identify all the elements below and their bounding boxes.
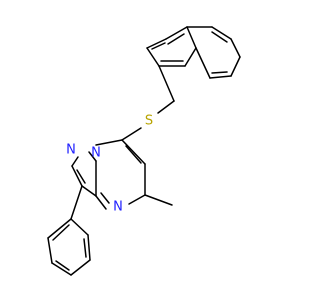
bond [71,165,83,187]
naphthalene-group [146,26,241,79]
bond [70,185,83,220]
bond [128,194,146,205]
bond [88,151,97,162]
bond [121,139,146,165]
bond [81,185,97,197]
bond [230,38,241,58]
bond [211,26,232,40]
thioether-linker [121,65,175,141]
bond [211,71,228,74]
bond [47,218,72,239]
bond [144,194,173,206]
pyrazole-nitrogen-label: N [66,143,76,158]
bond [70,218,89,236]
bond [146,38,167,49]
bond [47,237,53,264]
bond [83,238,87,258]
bond [230,56,241,77]
bond [71,156,79,167]
bond [52,224,70,241]
bond [70,259,91,276]
bond [186,26,197,49]
bond [151,42,166,50]
bond [51,262,72,276]
bond [211,31,228,43]
bond [165,26,188,40]
bond [125,145,142,164]
bond [100,192,110,204]
bond [209,75,232,79]
molecule-structure-diagram: S N N N [47,26,241,276]
phenyl-group [47,218,91,276]
sulfur-atom-label: S [145,114,153,129]
bridgehead-nitrogen-label: N [91,146,101,161]
bond [87,234,91,261]
bond [158,65,175,102]
bond [146,47,160,67]
bond [157,100,175,114]
bond [95,139,123,146]
bond [195,47,211,79]
pyrazolopyrimidine-core [70,139,173,220]
pyrimidine-nitrogen-label: N [113,200,123,215]
bond [76,169,86,184]
bond [55,260,70,271]
bond [95,195,107,210]
bond [167,33,185,45]
bond [121,127,142,141]
bond [184,47,197,67]
